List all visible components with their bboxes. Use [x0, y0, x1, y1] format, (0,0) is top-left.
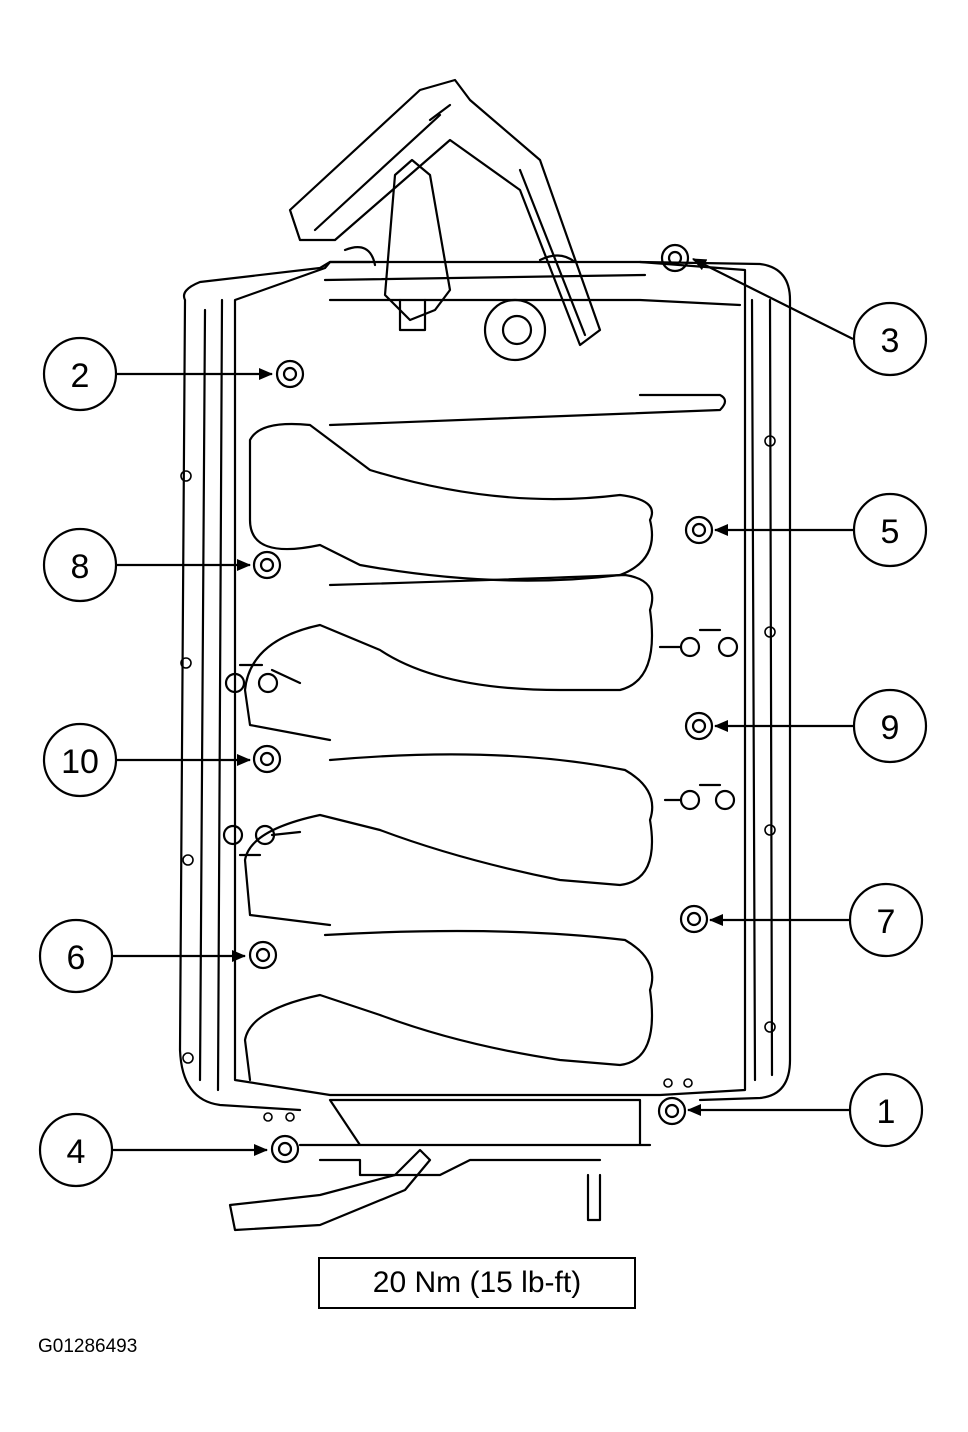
- callout-label-9: 9: [881, 709, 900, 747]
- callout-label-3: 3: [881, 322, 900, 360]
- sensor-stem: [398, 298, 427, 332]
- callout-circle-9: [852, 688, 928, 764]
- callout-label-2: 2: [71, 357, 90, 395]
- runner-4: [243, 929, 654, 1082]
- figure-id: G01286493: [38, 1336, 138, 1357]
- callout-label-1: 1: [877, 1093, 896, 1131]
- callout-circle-6: [38, 918, 114, 994]
- runner-divider-top: [328, 393, 727, 427]
- bolt-7: [679, 904, 709, 934]
- callout-label-4: 4: [67, 1133, 86, 1171]
- gasket-inner-right: [750, 298, 774, 1082]
- callout-circle-4: [38, 1112, 114, 1188]
- fuel-injector-left-lower: [222, 824, 302, 857]
- throttle-neck: [343, 246, 577, 267]
- bolt-8: [252, 550, 282, 580]
- bolt-6: [248, 940, 278, 970]
- callout-label-10: 10: [61, 743, 99, 781]
- bolt-3: [660, 243, 690, 273]
- throttle-boss-inner: [501, 314, 533, 346]
- fuel-injector-left-upper: [224, 663, 302, 694]
- throttle-arm: [288, 78, 602, 347]
- callout-label-7: 7: [877, 903, 896, 941]
- fuel-injector-right-upper: [658, 628, 739, 658]
- plenum-lip: [323, 273, 742, 307]
- bolt-9: [684, 711, 714, 741]
- throttle-boss: [483, 298, 547, 362]
- torque-spec-box: 20 Nm (15 lb-ft): [318, 1257, 636, 1309]
- sensor-cone: [383, 158, 452, 322]
- gasket-outline: [178, 260, 792, 1112]
- bolt-2: [275, 359, 305, 389]
- callout-circle-1: [848, 1072, 924, 1148]
- fuel-injector-right-lower: [663, 783, 736, 811]
- bolt-5: [684, 515, 714, 545]
- leader-3: [692, 258, 854, 340]
- bolt-1: [657, 1096, 687, 1126]
- callout-circle-5: [852, 492, 928, 568]
- pcv-tube: [228, 1148, 432, 1232]
- torque-spec-text: 20 Nm (15 lb-ft): [372, 1266, 582, 1299]
- gasket-holes: [180, 435, 776, 1122]
- callout-circle-2: [42, 336, 118, 412]
- gasket-inner-left: [198, 298, 224, 1092]
- runner-2: [243, 573, 654, 742]
- callout-circle-10: [42, 722, 118, 798]
- callout-circle-8: [42, 527, 118, 603]
- callout-circle-7: [848, 882, 924, 958]
- bolt-10: [252, 744, 282, 774]
- throttle-arm-detail: [313, 103, 587, 337]
- callout-label-5: 5: [881, 513, 900, 551]
- plenum-body: [233, 260, 747, 1097]
- bolt-4: [270, 1134, 300, 1164]
- callout-circle-3: [852, 301, 928, 377]
- callout-label-8: 8: [71, 548, 90, 586]
- bottom-manifold-fitting: [298, 1098, 652, 1177]
- bottom-stud: [586, 1173, 602, 1222]
- runner-1: [248, 422, 654, 582]
- callout-label-6: 6: [67, 939, 86, 977]
- runner-3: [243, 753, 654, 927]
